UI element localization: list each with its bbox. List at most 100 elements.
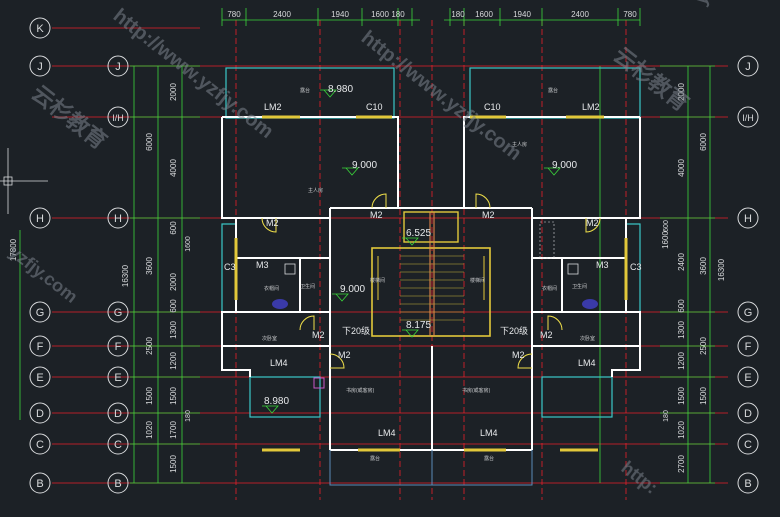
grid-label-b: B xyxy=(744,478,751,490)
opening-labels: LM2 C10 C10 LM2 LM4 LM4 LM4 LM4 C3 C3 M3… xyxy=(224,102,642,438)
room-label: 卫生间 xyxy=(300,283,315,290)
grid-label-e: E xyxy=(114,372,121,384)
room-label: 露台 xyxy=(370,455,380,462)
dim-text: 1600 xyxy=(371,10,389,19)
dim-text: 780 xyxy=(227,10,241,19)
dim-text: 600 xyxy=(663,220,670,232)
elevation-text: 9.000 xyxy=(340,284,365,295)
grid-label-h: H xyxy=(114,213,122,225)
dim-text: 1200 xyxy=(677,352,686,370)
grid-label-c: C xyxy=(744,439,752,451)
dim-text: 1300 xyxy=(677,321,686,339)
room-label: 楼梯间 xyxy=(370,277,385,284)
dim-text: 180 xyxy=(663,410,670,422)
grid-label-d: D xyxy=(36,408,44,420)
staircase xyxy=(371,211,491,337)
elevation-text: 8.980 xyxy=(328,84,353,95)
room-label: 次卧室 xyxy=(580,335,595,342)
dim-text: 2000 xyxy=(677,83,686,101)
dim-text: 2500 xyxy=(145,337,154,355)
dim-text: 180 xyxy=(185,410,192,422)
dim-text: 4000 xyxy=(169,159,178,177)
elevation-text: 8.175 xyxy=(406,320,431,331)
dim-text: 1600 xyxy=(661,231,670,249)
door-label: M2 xyxy=(370,210,383,220)
dim-text: 2000 xyxy=(169,273,178,291)
dim-text: 4000 xyxy=(677,159,686,177)
window-label: LM2 xyxy=(264,102,282,112)
window-label: LM4 xyxy=(578,358,596,368)
dim-text: 3600 xyxy=(145,257,154,275)
grid-label-d: D xyxy=(744,408,752,420)
door-label: M2 xyxy=(540,330,553,340)
room-label: 次卧室 xyxy=(262,335,277,342)
dim-text: 2400 xyxy=(571,10,589,19)
dimension-lines xyxy=(19,8,715,484)
grid-label-g: G xyxy=(114,307,123,319)
door-label: M3 xyxy=(256,260,269,270)
room-label: 楼梯间 xyxy=(470,277,485,284)
door-arcs xyxy=(261,193,601,369)
elevation-texts: 8.980 9.000 6.525 9.000 8.175 9.000 8.98… xyxy=(264,84,577,407)
grid-label-ih: I/H xyxy=(112,113,124,123)
window-label: C3 xyxy=(224,262,236,272)
stair-label: 下20级 xyxy=(342,325,370,336)
door-label: M2 xyxy=(512,350,525,360)
window-label: LM4 xyxy=(480,428,498,438)
room-labels: 露台 露台 主人房 主人房 卫生间 卫生间 衣帽间 衣帽间 楼梯间 楼梯间 次卧… xyxy=(262,87,595,462)
grid-label-h: H xyxy=(36,213,44,225)
room-label: 衣帽间 xyxy=(542,285,557,292)
room-label: 书房(或客房) xyxy=(346,387,375,394)
grid-label-b: B xyxy=(114,478,121,490)
dim-text: 1940 xyxy=(331,10,349,19)
crosshair-cursor-icon[interactable] xyxy=(0,148,48,214)
room-label: 露台 xyxy=(300,87,310,94)
grid-label-f: F xyxy=(37,341,44,353)
door-label: M2 xyxy=(338,350,351,360)
window-label: LM4 xyxy=(270,358,288,368)
window-label: C10 xyxy=(484,102,501,112)
dim-text: 1500 xyxy=(699,387,708,405)
dim-text: 600 xyxy=(677,299,686,313)
grid-label-j: J xyxy=(37,61,43,73)
grid-label-h: H xyxy=(744,213,752,225)
building-walls xyxy=(221,116,641,451)
grid-label-c: C xyxy=(114,439,122,451)
grid-label-c: C xyxy=(36,439,44,451)
window-label: C3 xyxy=(630,262,642,272)
grid-label-e: E xyxy=(36,372,43,384)
window-label: LM2 xyxy=(582,102,600,112)
dim-text: 17800 xyxy=(9,238,18,261)
dim-text: 1500 xyxy=(169,387,178,405)
elevation-text: 9.000 xyxy=(552,160,577,171)
dim-text: 1600 xyxy=(185,236,192,252)
dim-text: 1200 xyxy=(169,352,178,370)
top-dimension-texts: 780 2400 1940 1600 180 180 1600 1940 240… xyxy=(227,10,637,19)
grid-label-b: B xyxy=(36,478,43,490)
room-label: 主人房 xyxy=(308,187,323,194)
dim-text: 1940 xyxy=(513,10,531,19)
dim-text: 1020 xyxy=(677,421,686,439)
grid-label-j: J xyxy=(745,61,751,73)
grid-bubbles xyxy=(29,17,759,494)
dim-text: 2500 xyxy=(699,337,708,355)
window-marks xyxy=(234,115,628,452)
dim-text: 2400 xyxy=(273,10,291,19)
grid-label-e: E xyxy=(744,372,751,384)
dim-text: 1020 xyxy=(145,421,154,439)
room-label: 书房(或客房) xyxy=(462,387,491,394)
door-label: M2 xyxy=(482,210,495,220)
grid-label-j: J xyxy=(115,61,121,73)
elevation-text: 6.525 xyxy=(406,228,431,239)
door-label: M3 xyxy=(596,260,609,270)
door-label: M2 xyxy=(586,218,599,228)
room-label: 卫生间 xyxy=(572,283,587,290)
elevation-text: 9.000 xyxy=(352,160,377,171)
dim-text: 780 xyxy=(623,10,637,19)
bathroom-fixtures xyxy=(272,221,598,389)
dim-text: 1500 xyxy=(169,455,178,473)
dim-text: 2000 xyxy=(169,83,178,101)
stair-label: 下20级 xyxy=(500,325,528,336)
